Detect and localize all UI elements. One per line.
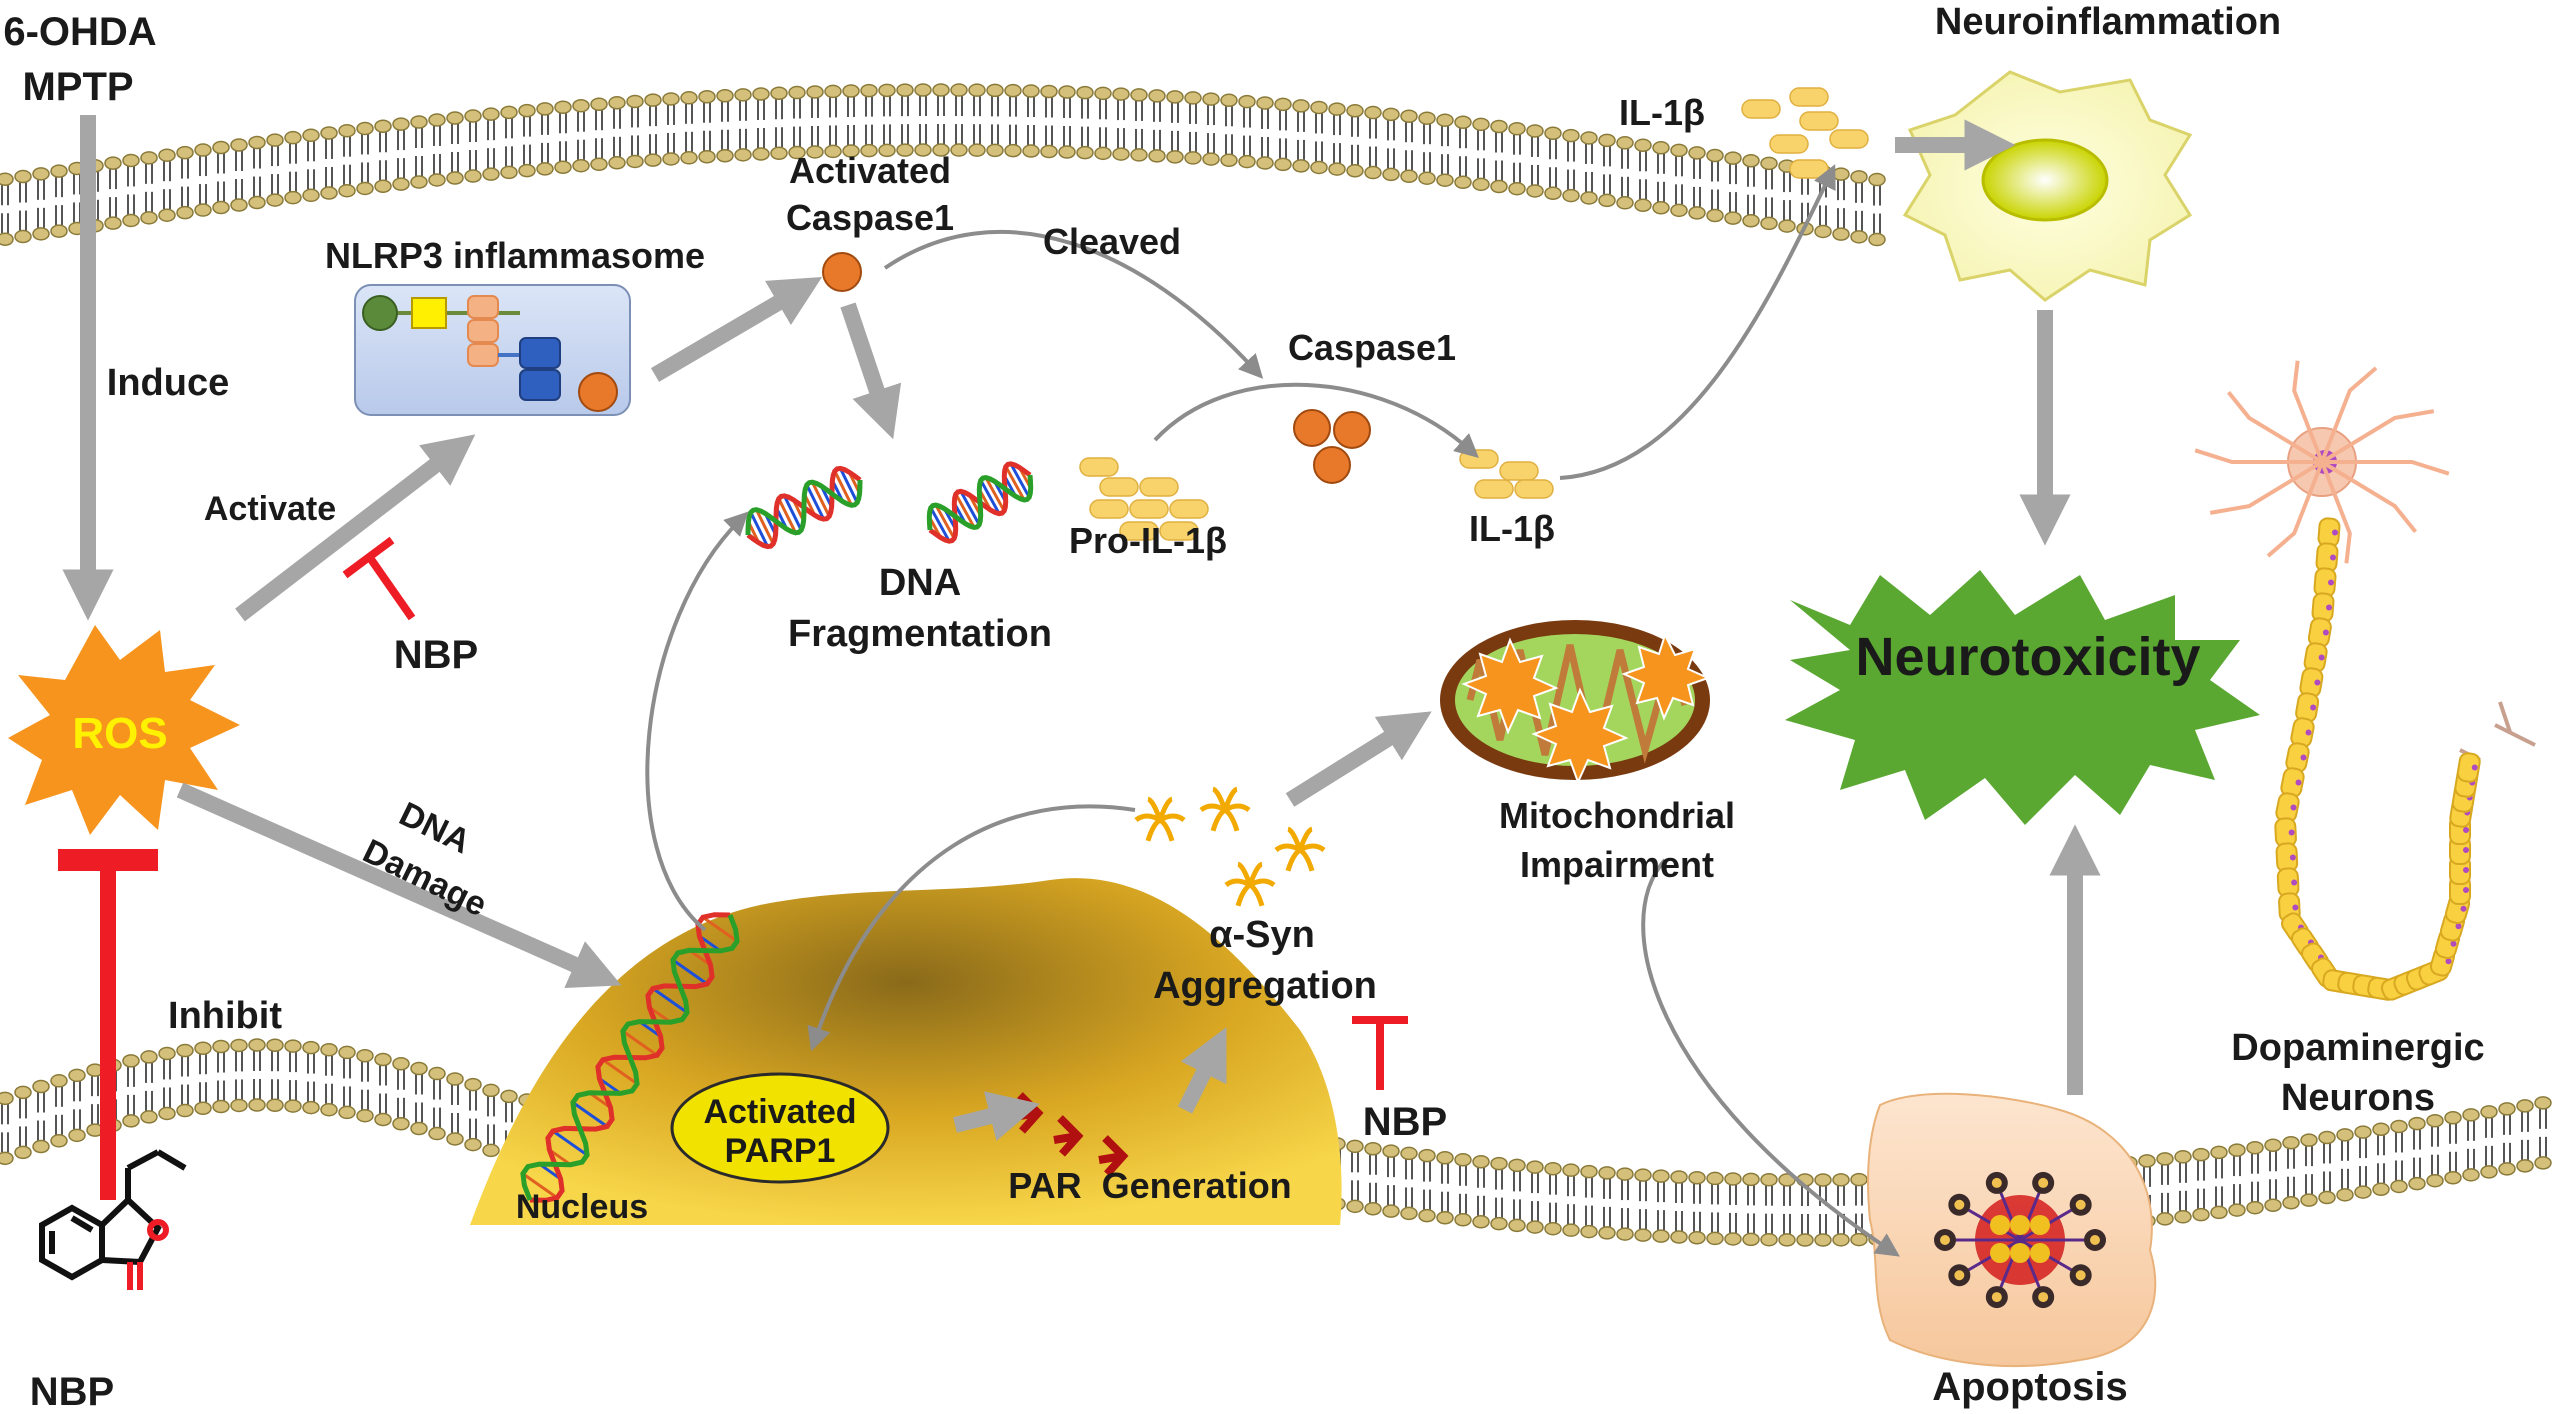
mitochondrion-icon: [1440, 620, 1711, 785]
dna-fragmentation-label-2: Fragmentation: [788, 613, 1052, 655]
activate-label: Activate: [204, 490, 336, 528]
cell-membrane-top: [0, 83, 1886, 247]
activated-caspase1-label-2: Caspase1: [786, 197, 954, 238]
nbp-molecule-structure-icon: [39, 1149, 187, 1290]
caspase1-label: Caspase1: [1288, 327, 1456, 368]
il1b-capsules: [1079, 87, 1869, 541]
stimulus-6ohda-label: 6-OHDA: [3, 10, 156, 54]
activated-caspase1-label-1: Activated: [789, 150, 951, 191]
ros-label: ROS: [72, 709, 167, 758]
nbp-asyn-label: NBP: [1363, 1100, 1447, 1144]
microglia-cell-icon: [1902, 70, 2193, 302]
pathway-arrows: [62, 115, 2101, 1142]
cleaved-label: Cleaved: [1043, 221, 1181, 262]
il1b-mid-label: IL-1β: [1469, 508, 1555, 549]
nbp-main-inhibit-bar: [58, 849, 158, 1200]
activated-parp1-label-1: Activated: [703, 1093, 856, 1131]
neurotoxicity-burst-icon: [1785, 570, 2260, 825]
il1b-top-label: IL-1β: [1619, 92, 1705, 133]
nbp-activate-inhibit-bar: [342, 536, 416, 621]
stimulus-mptp-label: MPTP: [22, 65, 133, 109]
mitochondrial-label-1: Mitochondrial: [1499, 795, 1735, 836]
neuroinflammation-label: Neuroinflammation: [1935, 1, 2281, 43]
dopaminergic-label-1: Dopaminergic: [2231, 1027, 2484, 1069]
dna-fragments-icon: [520, 461, 1034, 1203]
inhibit-label: Inhibit: [168, 995, 282, 1037]
activated-caspase1-dot: [822, 252, 862, 292]
curved-arrows: [645, 164, 1900, 1257]
dna-fragmentation-label-1: DNA: [879, 562, 961, 604]
caspase1-dots: [1293, 409, 1371, 484]
nlrp3-inflammasome-label: NLRP3 inflammasome: [325, 235, 705, 276]
apoptotic-cell-icon: [1867, 1092, 2157, 1368]
nbp-asyn-inhibit-bar: [1352, 1016, 1408, 1090]
par-generation-label: PAR Generation: [1008, 1165, 1291, 1206]
induce-label: Induce: [107, 362, 229, 404]
dopaminergic-label-2: Neurons: [2281, 1077, 2435, 1119]
parp1-ellipse: [670, 1072, 890, 1184]
nlrp3-inflammasome-icon: [354, 284, 631, 416]
nbp-molecule-label: NBP: [30, 1370, 114, 1414]
activated-parp1-label-2: PARP1: [725, 1132, 836, 1170]
nucleus-label: Nucleus: [516, 1188, 648, 1226]
alpha-syn-aggregates-icon: [1134, 786, 1326, 907]
asyn-label-2: Aggregation: [1153, 965, 1377, 1007]
pro-il1b-label: Pro-IL-1β: [1069, 520, 1227, 561]
ros-burst-icon: [8, 625, 240, 835]
neurotoxicity-label: Neurotoxicity: [1855, 627, 2200, 687]
nbp-activate-label: NBP: [394, 633, 478, 677]
asyn-label-1: α-Syn: [1209, 914, 1315, 956]
apoptosis-label: Apoptosis: [1932, 1365, 2128, 1409]
mitochondrial-label-2: Impairment: [1520, 844, 1714, 885]
dopaminergic-neuron-icon: [2194, 360, 2536, 1001]
